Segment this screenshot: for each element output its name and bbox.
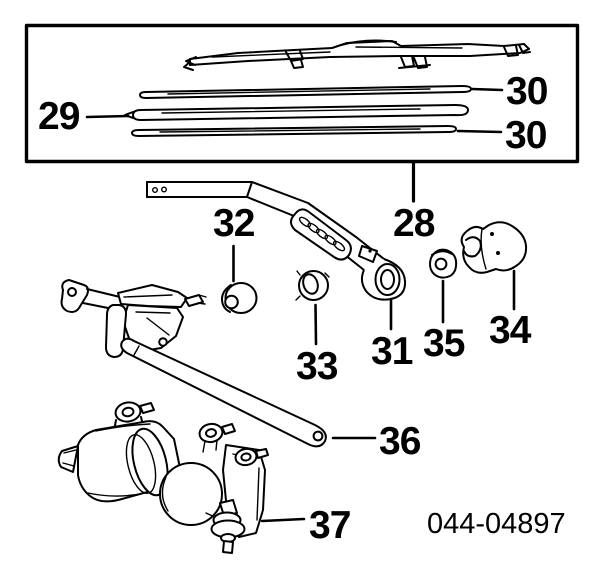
callout-34: 34 (489, 309, 531, 352)
callout-28: 28 (393, 202, 435, 245)
blade-insert-bottom-drawing (131, 125, 457, 137)
cap-drawing (460, 221, 528, 274)
wiper-arm-drawing (146, 181, 407, 301)
callout-32: 32 (213, 202, 255, 245)
leader-37 (260, 517, 306, 523)
grommet-drawing (221, 282, 258, 314)
callout-33: 33 (296, 345, 338, 388)
figure-code: 044-04897 (427, 508, 566, 540)
leader-33 (314, 303, 318, 346)
nut-drawing (429, 248, 458, 279)
callout-37: 37 (309, 504, 351, 547)
callout-35: 35 (423, 322, 465, 365)
callout-31: 31 (371, 330, 413, 373)
wiper-blade-drawing (183, 39, 531, 71)
blade-insert-top-drawing (139, 85, 472, 99)
callout-30-top: 30 (506, 70, 548, 113)
washer-drawing (295, 270, 330, 301)
leader-30-top (470, 87, 504, 92)
pivot-bracket-drawing (60, 279, 207, 358)
callout-30-bottom: 30 (505, 114, 547, 157)
leader-29 (85, 114, 130, 119)
wiper-motor-drawing (57, 401, 269, 554)
callout-36: 36 (379, 420, 421, 463)
linkage-rod-drawing (120, 337, 327, 448)
leader-30-bottom (456, 129, 503, 134)
callout-29: 29 (38, 95, 80, 138)
leader-lines (85, 87, 516, 523)
blade-rubber-drawing (124, 104, 469, 121)
parts-box-frame (24, 23, 580, 164)
